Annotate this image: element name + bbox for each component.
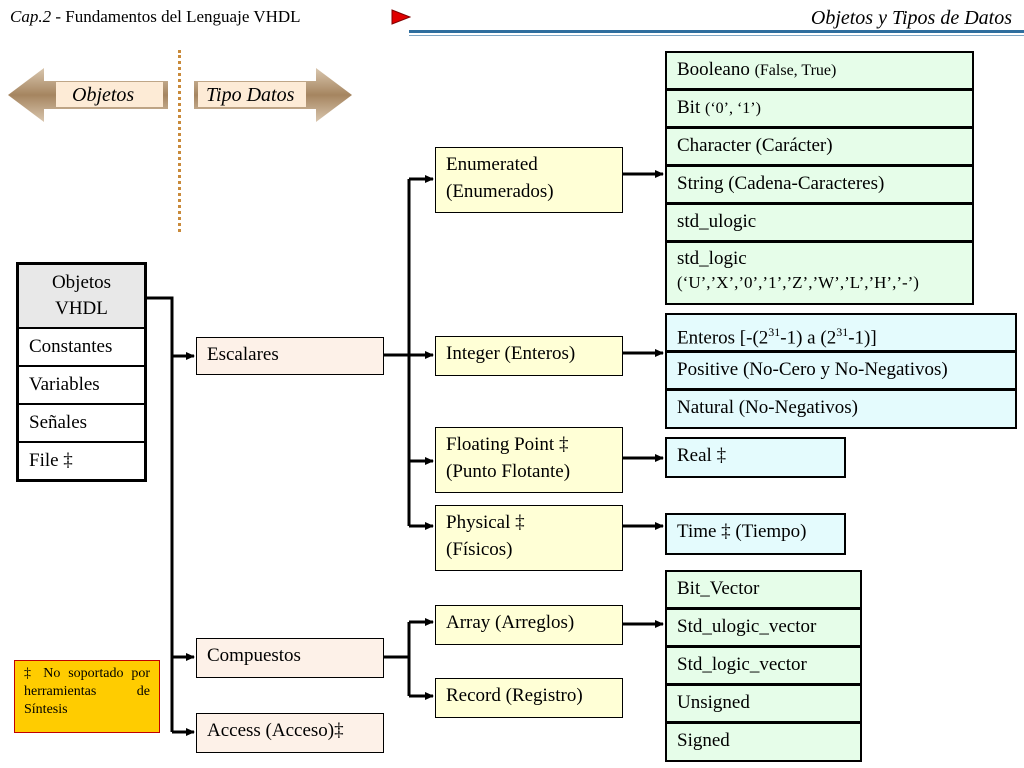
type-record: Record (Registro) — [435, 678, 623, 718]
value-bit-main: Bit — [677, 97, 705, 118]
next-label[interactable]: Tipo Datos — [206, 84, 295, 106]
objects-header-line1: Objetos — [51, 272, 112, 293]
type-floating-line1: Floating Point ‡ — [446, 434, 569, 455]
type-physical-line2: (Físicos) — [446, 539, 513, 560]
value-enteros-c: -1)] — [848, 327, 877, 349]
enumerated-values: Booleano (False, True) Bit (‘0’, ‘1’) Ch… — [665, 51, 974, 305]
value-bit-sub: (‘0’, ‘1’) — [704, 100, 761, 117]
header-divider-thin — [409, 35, 1024, 36]
value-std-logic-values: (‘U’,’X’,’0’,’1’,’Z’,’W’,’L’,’H’,’-’) — [677, 273, 919, 292]
value-bit-vector: Bit_Vector — [667, 572, 860, 610]
prev-label[interactable]: Objetos — [72, 84, 135, 106]
objects-table: Objetos VHDL Constantes Variables Señale… — [16, 262, 147, 482]
type-array: Array (Arreglos) — [435, 605, 623, 645]
value-boolean-sub: (False, True) — [754, 62, 837, 79]
integer-values: Enteros [-(231-1) a (231-1)] Positive (N… — [665, 313, 1017, 429]
object-row-file: File ‡ — [29, 450, 73, 471]
value-enteros-exp1: 31 — [768, 325, 781, 339]
value-time: Time ‡ (Tiempo) — [677, 521, 807, 542]
objects-table-header: Objetos VHDL — [19, 265, 144, 329]
value-enteros-a: Enteros [-(2 — [677, 327, 769, 349]
value-unsigned: Unsigned — [667, 686, 860, 724]
value-enteros-exp2: 31 — [836, 325, 849, 339]
value-boolean-main: Booleano — [677, 59, 755, 80]
type-floating-point: Floating Point ‡ (Punto Flotante) — [435, 427, 623, 493]
type-enumerated-line1: Enumerated — [446, 154, 538, 175]
chapter-label: Cap.2 — [10, 7, 52, 26]
object-row-signals: Señales — [19, 405, 144, 443]
objects-header-line2: VHDL — [55, 298, 108, 319]
next-arrow-icon[interactable] — [194, 68, 352, 122]
type-integer: Integer (Enteros) — [435, 336, 623, 376]
value-std-logic-name: std_logic — [677, 248, 747, 269]
dotted-separator — [178, 50, 181, 232]
array-values: Bit_Vector Std_ulogic_vector Std_logic_v… — [665, 570, 862, 762]
type-physical: Physical ‡ (Físicos) — [435, 505, 623, 571]
value-natural: Natural (No-Negativos) — [677, 397, 858, 418]
value-bit: Bit (‘0’, ‘1’) — [667, 91, 972, 129]
value-std-ulogic-vector: Std_ulogic_vector — [667, 610, 860, 648]
object-row-constants: Constantes — [19, 329, 144, 367]
slide-header-left: Cap.2 - Fundamentos del Lenguaje VHDL — [10, 7, 301, 27]
type-physical-line1: Physical ‡ — [446, 512, 525, 533]
value-enteros: Enteros [-(231-1) a (231-1)] — [667, 315, 1015, 353]
value-std-ulogic: std_ulogic — [667, 205, 972, 243]
header-divider — [409, 30, 1024, 33]
type-enumerated: Enumerated (Enumerados) — [435, 147, 623, 213]
value-real: Real ‡ — [677, 445, 727, 466]
value-std-logic: std_logic (‘U’,’X’,’0’,’1’,’Z’,’W’,’L’,’… — [667, 243, 972, 303]
value-std-logic-vector: Std_logic_vector — [667, 648, 860, 686]
section-title: Objetos y Tipos de Datos — [810, 7, 1012, 29]
value-boolean: Booleano (False, True) — [667, 53, 972, 91]
type-enumerated-line2: (Enumerados) — [446, 181, 554, 202]
physical-values: Time ‡ (Tiempo) — [665, 513, 846, 555]
course-title: - Fundamentos del Lenguaje VHDL — [51, 7, 301, 26]
value-character: Character (Carácter) — [667, 129, 972, 167]
category-scalar: Escalares — [196, 337, 384, 375]
prev-arrow-icon[interactable] — [8, 68, 168, 122]
synthesis-note: ‡ No soportado por herramientas de Sínte… — [14, 660, 160, 733]
float-values: Real ‡ — [665, 437, 846, 478]
value-signed: Signed — [677, 730, 730, 751]
value-enteros-b: -1) a (2 — [780, 327, 837, 349]
object-row-variables: Variables — [19, 367, 144, 405]
header-triangle-icon — [391, 9, 411, 25]
category-composite: Compuestos — [196, 638, 384, 678]
value-string: String (Cadena-Caracteres) — [667, 167, 972, 205]
type-floating-line2: (Punto Flotante) — [446, 461, 571, 482]
value-positive: Positive (No-Cero y No-Negativos) — [667, 353, 1015, 391]
category-access: Access (Acceso)‡ — [196, 713, 384, 753]
